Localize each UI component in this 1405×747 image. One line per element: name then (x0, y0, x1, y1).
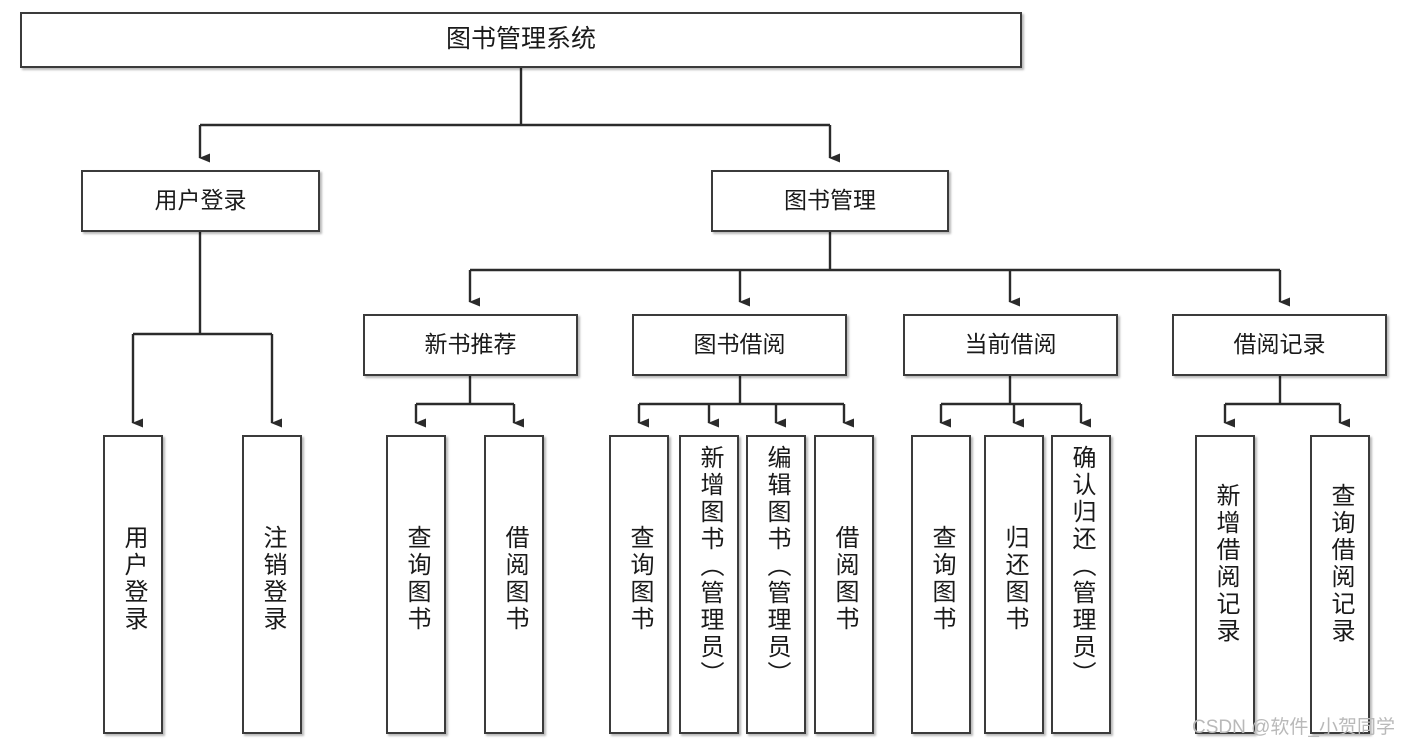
node-label-leaf-query-book-3: 查询图书 (928, 525, 955, 633)
node-label-leaf-query-book-2: 查询图书 (626, 525, 653, 633)
node-leaf-borrow-book-1[interactable]: 借阅图书 (484, 435, 544, 734)
node-current-borrow[interactable]: 当前借阅 (903, 314, 1118, 376)
node-leaf-borrow-book-2[interactable]: 借阅图书 (814, 435, 874, 734)
node-leaf-edit-book[interactable]: 编辑图书（管理员） (746, 435, 806, 734)
node-leaf-query-book-3[interactable]: 查询图书 (911, 435, 971, 734)
node-book-manage[interactable]: 图书管理 (711, 170, 949, 232)
node-user-login[interactable]: 用户登录 (81, 170, 320, 232)
node-label-book-borrow: 图书借阅 (693, 331, 786, 358)
node-label-user-login: 用户登录 (154, 187, 247, 214)
node-label-leaf-confirm-return: 确认归还（管理员） (1068, 445, 1095, 688)
csdn-watermark: CSDN @软件_小贺同学 (1192, 717, 1395, 738)
node-label-leaf-add-book: 新增图书（管理员） (696, 445, 723, 688)
node-leaf-query-record[interactable]: 查询借阅记录 (1310, 435, 1370, 734)
node-borrow-record[interactable]: 借阅记录 (1172, 314, 1387, 376)
node-label-leaf-edit-book: 编辑图书（管理员） (763, 445, 790, 688)
node-new-book-rec[interactable]: 新书推荐 (363, 314, 578, 376)
node-label-leaf-user-login: 用户登录 (120, 525, 147, 633)
node-label-root: 图书管理系统 (445, 25, 596, 54)
node-label-leaf-query-book-1: 查询图书 (403, 525, 430, 633)
node-leaf-return-book[interactable]: 归还图书 (984, 435, 1044, 734)
node-label-leaf-borrow-book-2: 借阅图书 (831, 525, 858, 633)
node-leaf-query-book-2[interactable]: 查询图书 (609, 435, 669, 734)
node-label-current-borrow: 当前借阅 (964, 331, 1057, 358)
node-label-new-book-rec: 新书推荐 (424, 331, 517, 358)
node-leaf-add-book[interactable]: 新增图书（管理员） (679, 435, 739, 734)
node-leaf-confirm-return[interactable]: 确认归还（管理员） (1051, 435, 1111, 734)
node-leaf-add-record[interactable]: 新增借阅记录 (1195, 435, 1255, 734)
node-label-leaf-query-record: 查询借阅记录 (1327, 483, 1354, 645)
node-leaf-user-logout[interactable]: 注销登录 (242, 435, 302, 734)
node-label-leaf-user-logout: 注销登录 (259, 525, 286, 633)
node-root-system[interactable]: 图书管理系统 (20, 12, 1022, 68)
node-label-leaf-borrow-book-1: 借阅图书 (501, 525, 528, 633)
node-book-borrow[interactable]: 图书借阅 (632, 314, 847, 376)
node-label-borrow-record: 借阅记录 (1233, 331, 1326, 358)
node-label-book-manage: 图书管理 (784, 187, 876, 214)
node-label-leaf-return-book: 归还图书 (1001, 525, 1028, 633)
node-label-leaf-add-record: 新增借阅记录 (1212, 483, 1239, 645)
node-leaf-query-book-1[interactable]: 查询图书 (386, 435, 446, 734)
node-leaf-user-login[interactable]: 用户登录 (103, 435, 163, 734)
